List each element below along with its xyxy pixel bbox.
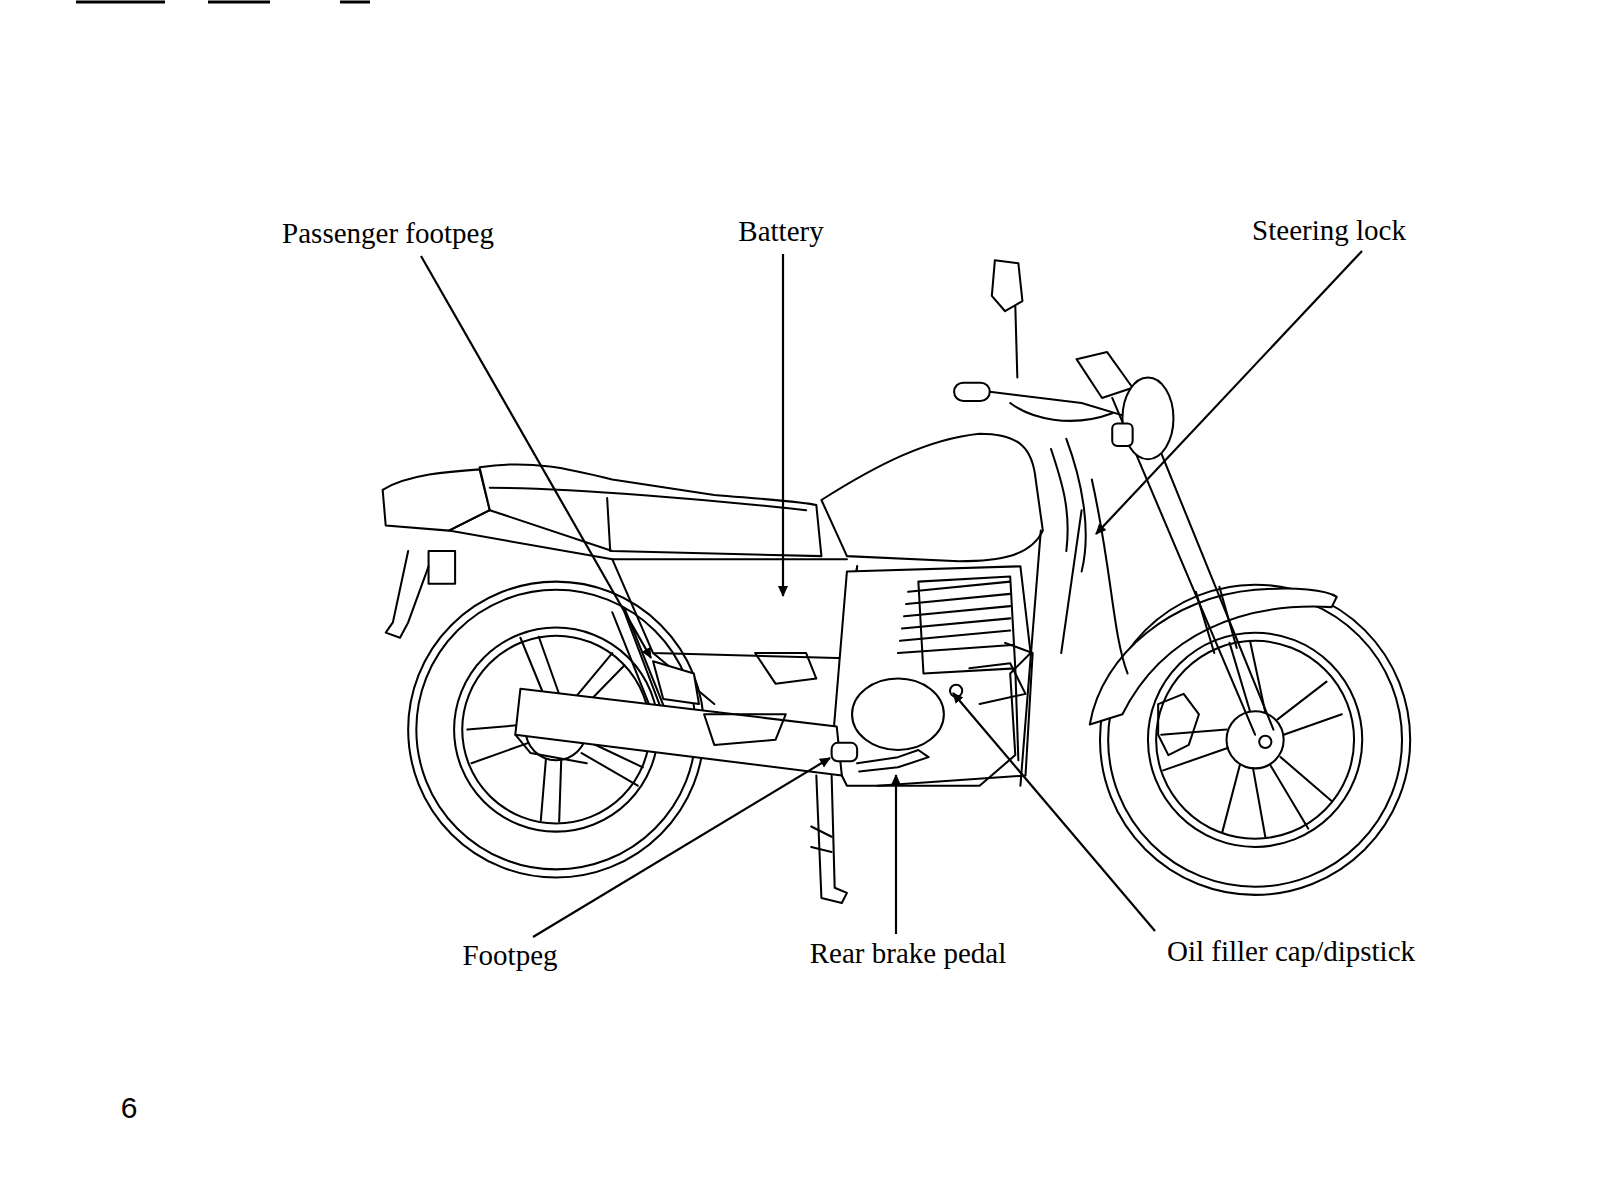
part-label: Footpeg <box>462 940 557 972</box>
page-number: 6 <box>121 1091 138 1124</box>
part-label: Battery <box>738 216 823 248</box>
part-label: Passenger footpeg <box>282 218 494 250</box>
part-label: Rear brake pedal <box>810 938 1006 970</box>
part-label: Oil filler cap/dipstick <box>1167 936 1415 968</box>
part-label: Steering lock <box>1252 215 1406 247</box>
leader-lines <box>421 251 1362 937</box>
